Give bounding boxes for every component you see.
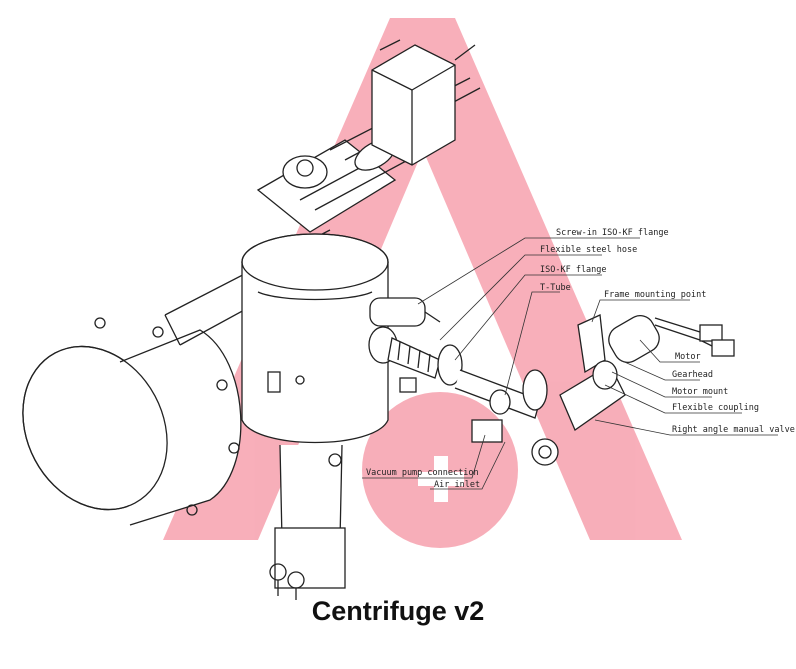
centrifuge-drawing [22, 39, 735, 600]
callout-screw-in-flange: Screw-in ISO-KF flange [556, 228, 669, 238]
callout-air-inlet: Air inlet [434, 480, 480, 490]
callout-gearhead: Gearhead [672, 370, 713, 380]
callout-motor: Motor [675, 352, 701, 362]
drum [22, 317, 242, 526]
top-frame [256, 39, 481, 233]
leader-lines [362, 237, 778, 490]
callout-flexible-hose: Flexible steel hose [540, 245, 637, 255]
callout-vacuum-pump-connection: Vacuum pump connection [366, 468, 479, 478]
vacuum-train [368, 297, 626, 466]
callout-t-tube: T-Tube [540, 283, 571, 293]
pedestal [269, 444, 346, 600]
cylinder [241, 233, 389, 444]
callout-motor-mount: Motor mount [672, 387, 728, 397]
callout-flexible-coupling: Flexible coupling [672, 403, 759, 413]
callout-iso-kf-flange: ISO-KF flange [540, 265, 607, 275]
diagram-title: Centrifuge v2 [311, 596, 485, 626]
callout-labels: Screw-in ISO-KF flange Flexible steel ho… [366, 228, 795, 490]
motor-assembly [577, 314, 735, 390]
callout-frame-mounting-point: Frame mounting point [604, 290, 706, 300]
callout-right-angle-valve: Right angle manual valve [672, 425, 795, 435]
